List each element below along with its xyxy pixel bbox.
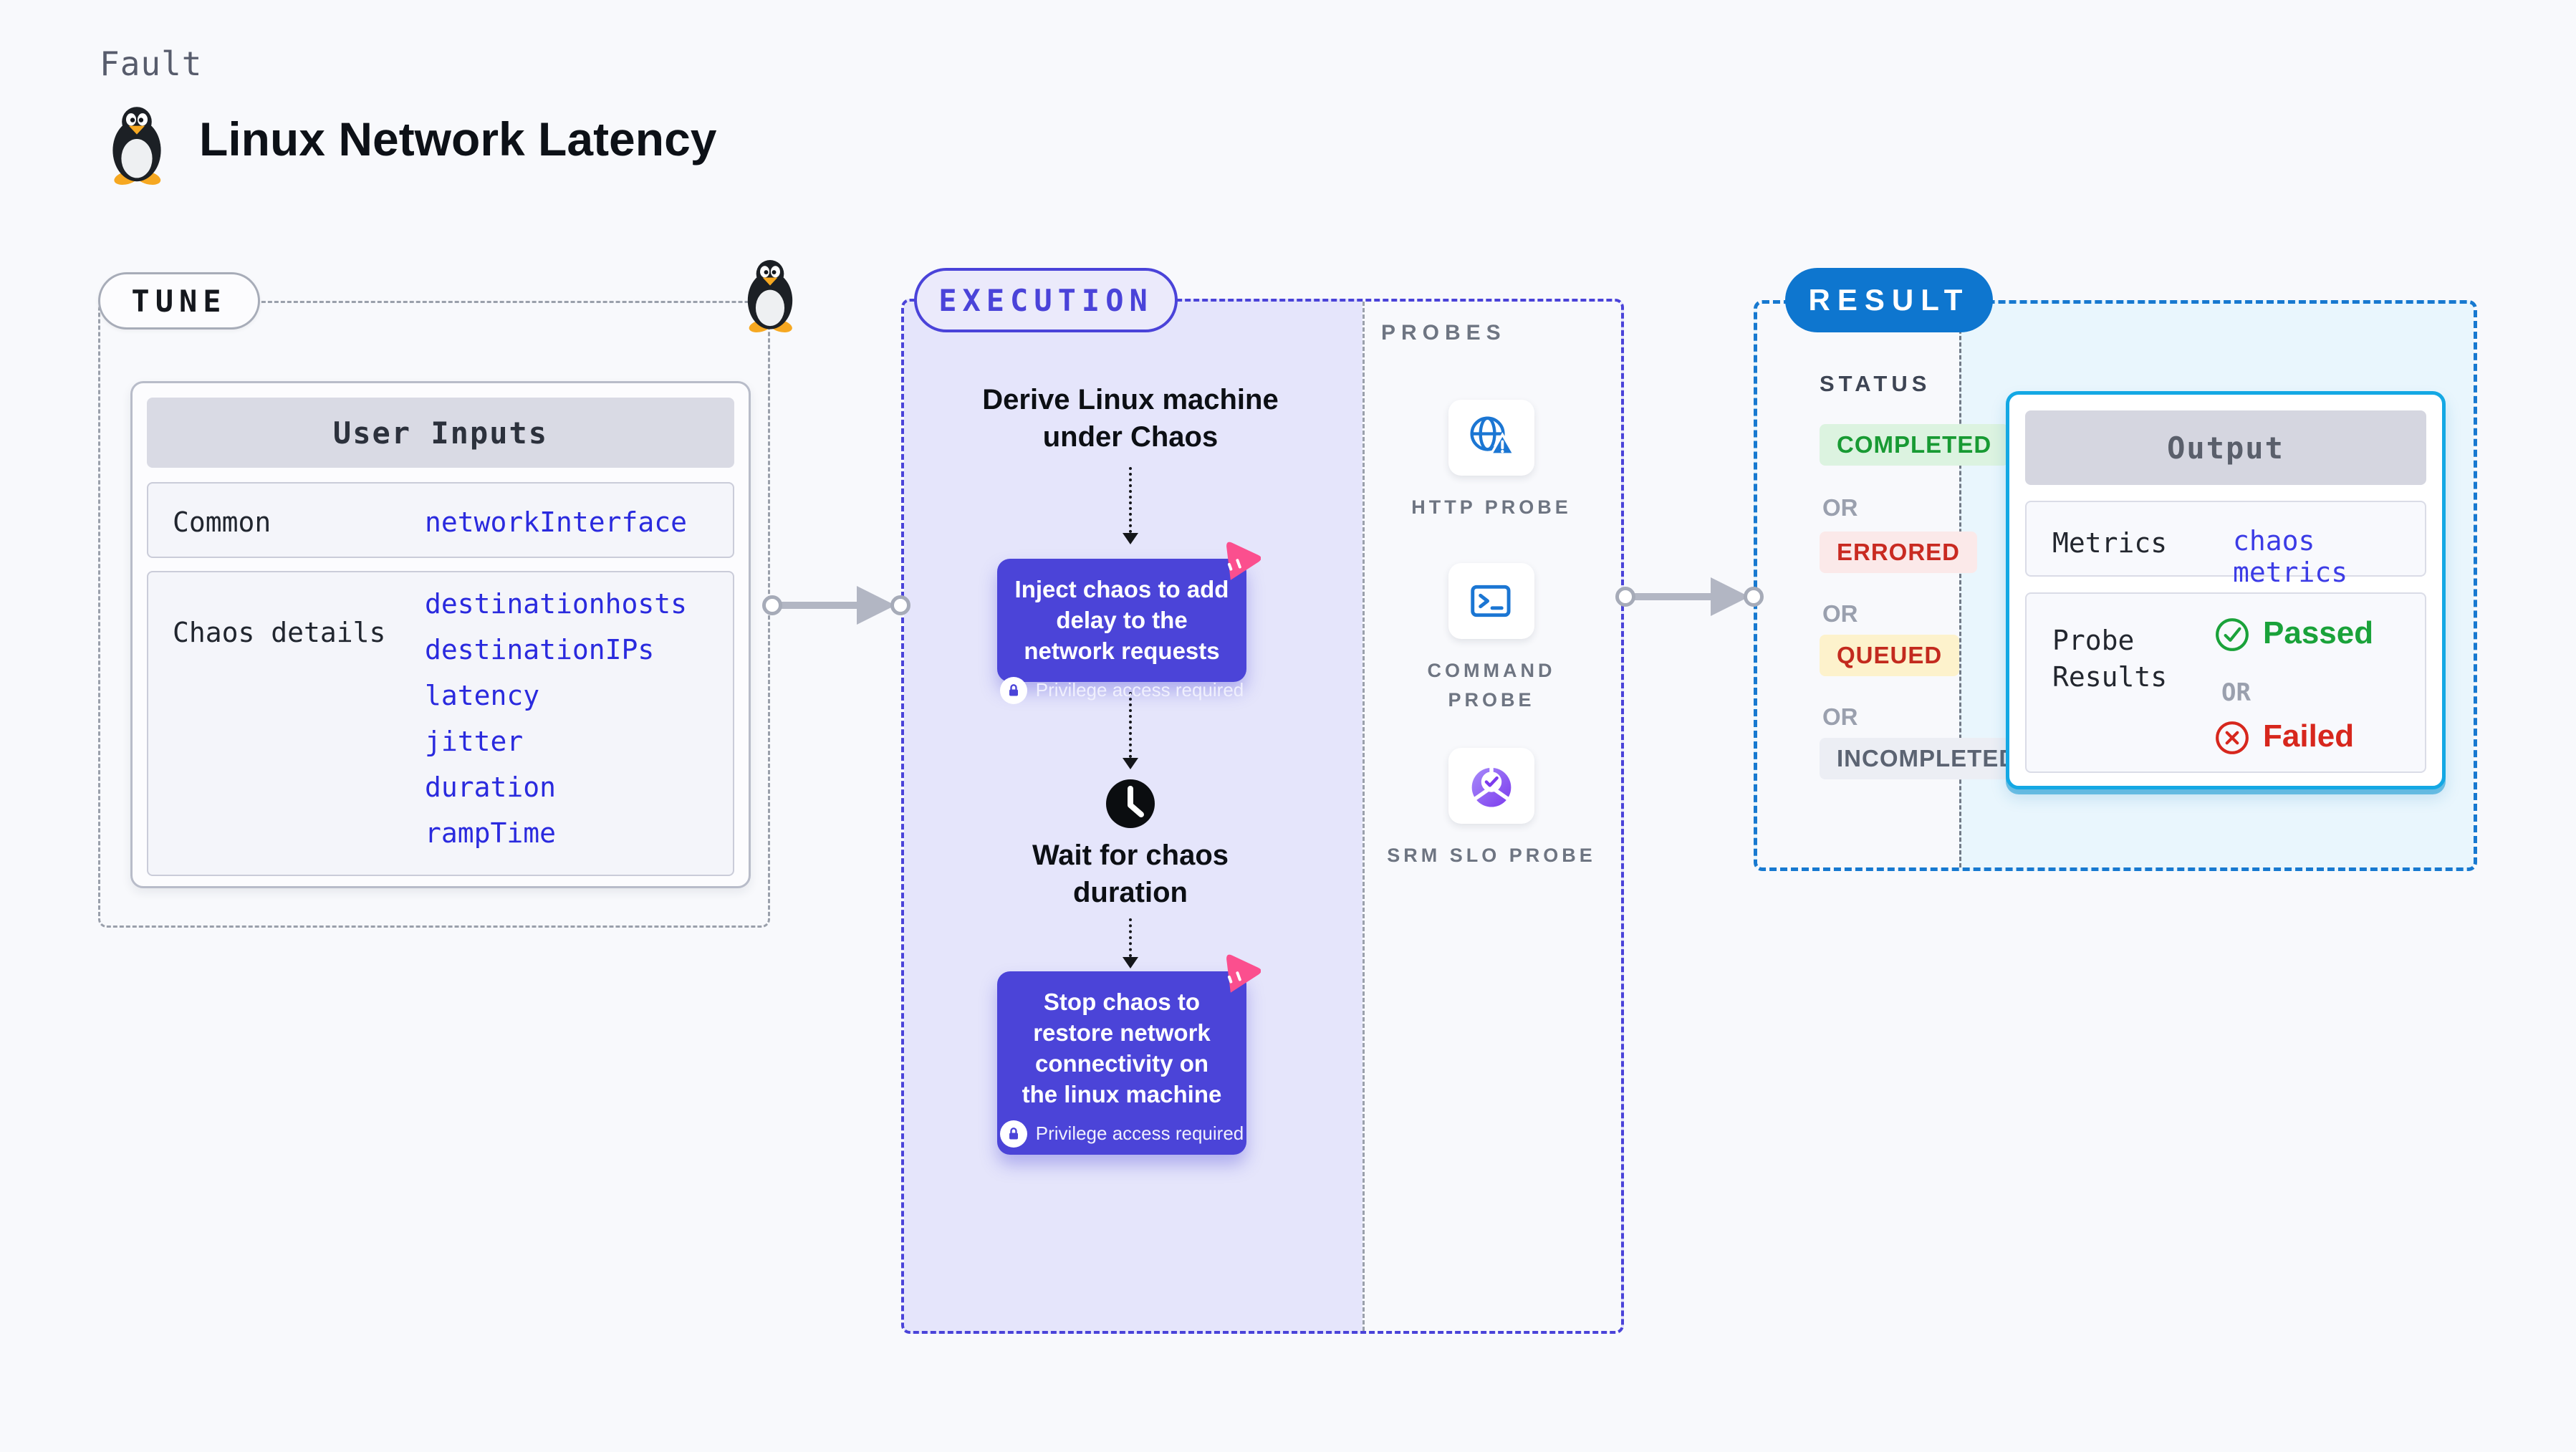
- passed-label: Passed: [2263, 615, 2374, 650]
- globe-warning-icon: [1470, 416, 1517, 456]
- flow-arrow-3: [1129, 918, 1132, 957]
- status-heading: STATUS: [1820, 371, 1931, 396]
- inject-chaos-card: Inject chaos to add delay to the network…: [997, 542, 1261, 704]
- privilege-pill: Privilege access required: [997, 676, 1246, 704]
- linux-penguin-icon: [112, 107, 161, 185]
- common-row-label: Common: [173, 506, 271, 538]
- status-badge-completed: COMPLETED: [1820, 424, 2009, 466]
- flow-arrow-2: [1129, 692, 1132, 758]
- probe-results-label: Probe Results: [2052, 625, 2168, 693]
- output-card: Output Metrics chaos metrics Probe Resul…: [2006, 391, 2446, 789]
- param-latency: latency: [425, 680, 540, 711]
- metrics-row: Metrics chaos metrics: [2025, 501, 2426, 588]
- or-label-2: OR: [1822, 600, 1858, 627]
- terminal-icon: [1471, 585, 1511, 617]
- privilege-note: Privilege access required: [1035, 679, 1244, 701]
- or-label-3: OR: [1822, 703, 1858, 730]
- probes-heading: PROBES: [1381, 321, 1506, 345]
- user-inputs-title: User Inputs: [147, 398, 734, 468]
- param-jitter: jitter: [425, 726, 524, 757]
- page-title: Linux Network Latency: [199, 112, 717, 165]
- lock-icon-2: [999, 1120, 1027, 1148]
- status-badge-incompleted: INCOMPLETED: [1820, 738, 2034, 779]
- wait-step-label: Wait for chaos duration: [1032, 840, 1229, 908]
- passed-check-icon: [2216, 618, 2249, 651]
- flow-arrowhead-1: [1123, 533, 1138, 544]
- param-rampTime: rampTime: [425, 817, 557, 849]
- result-badge: RESULT: [1785, 268, 1993, 332]
- derive-step-label: Derive Linux machine under Chaos: [982, 384, 1279, 453]
- status-badge-queued: QUEUED: [1820, 635, 1960, 676]
- tune-badge: TUNE: [98, 272, 260, 330]
- param-destinationhosts: destinationhosts: [425, 588, 688, 620]
- chaos-details-row-label: Chaos details: [173, 617, 386, 648]
- command-probe-card: [1448, 563, 1534, 639]
- slo-donut-icon: [1471, 766, 1512, 807]
- failed-x-icon: [2216, 721, 2249, 754]
- http-probe-card: [1448, 400, 1534, 476]
- probes-divider: [1363, 302, 1365, 1331]
- srm-slo-probe-label: SRM SLO PROBE: [1387, 845, 1596, 866]
- srm-slo-probe-card: [1448, 748, 1534, 824]
- lock-icon: [999, 676, 1027, 704]
- status-badge-errored: ERRORED: [1820, 532, 1978, 573]
- probe-results-row: Probe Results Passed OR Failed: [2025, 592, 2426, 773]
- execution-badge: EXECUTION: [914, 268, 1178, 332]
- common-inputs-row: Common networkInterface: [147, 482, 734, 558]
- param-networkInterface: networkInterface: [425, 506, 688, 538]
- flow-arrowhead-2: [1123, 758, 1138, 769]
- fault-kind-label: Fault: [100, 44, 203, 83]
- chaos-fault-icon-2: [1226, 954, 1261, 993]
- command-probe-label: COMMAND PROBE: [1427, 660, 1556, 711]
- clock-icon: [1106, 779, 1155, 828]
- inject-step-label: Inject chaos to add delay to the network…: [1014, 576, 1229, 664]
- user-inputs-card: User Inputs Common networkInterface Chao…: [130, 381, 751, 888]
- privilege-note-2: Privilege access required: [1035, 1122, 1244, 1145]
- metrics-value: chaos metrics: [2233, 525, 2348, 588]
- http-probe-label: HTTP PROBE: [1411, 496, 1572, 518]
- tune-penguin-icon: [747, 259, 793, 332]
- output-or-label: OR: [2221, 678, 2251, 707]
- chaos-fault-icon: [1226, 542, 1261, 580]
- failed-label: Failed: [2263, 718, 2355, 754]
- or-label-1: OR: [1822, 494, 1858, 521]
- chaos-details-row: Chaos details destinationhosts destinati…: [147, 571, 734, 876]
- param-destinationIPs: destinationIPs: [425, 634, 655, 665]
- stop-step-label: Stop chaos to restore network connectivi…: [1022, 989, 1222, 1107]
- flow-arrowhead-3: [1123, 957, 1138, 968]
- flow-arrow-1: [1129, 467, 1132, 533]
- output-title: Output: [2025, 410, 2426, 485]
- stop-chaos-card: Stop chaos to restore network connectivi…: [997, 954, 1261, 1155]
- param-duration: duration: [425, 771, 557, 803]
- privilege-pill-2: Privilege access required: [997, 1120, 1246, 1148]
- metrics-label: Metrics: [2052, 527, 2168, 559]
- status-output-divider: [1959, 304, 1961, 867]
